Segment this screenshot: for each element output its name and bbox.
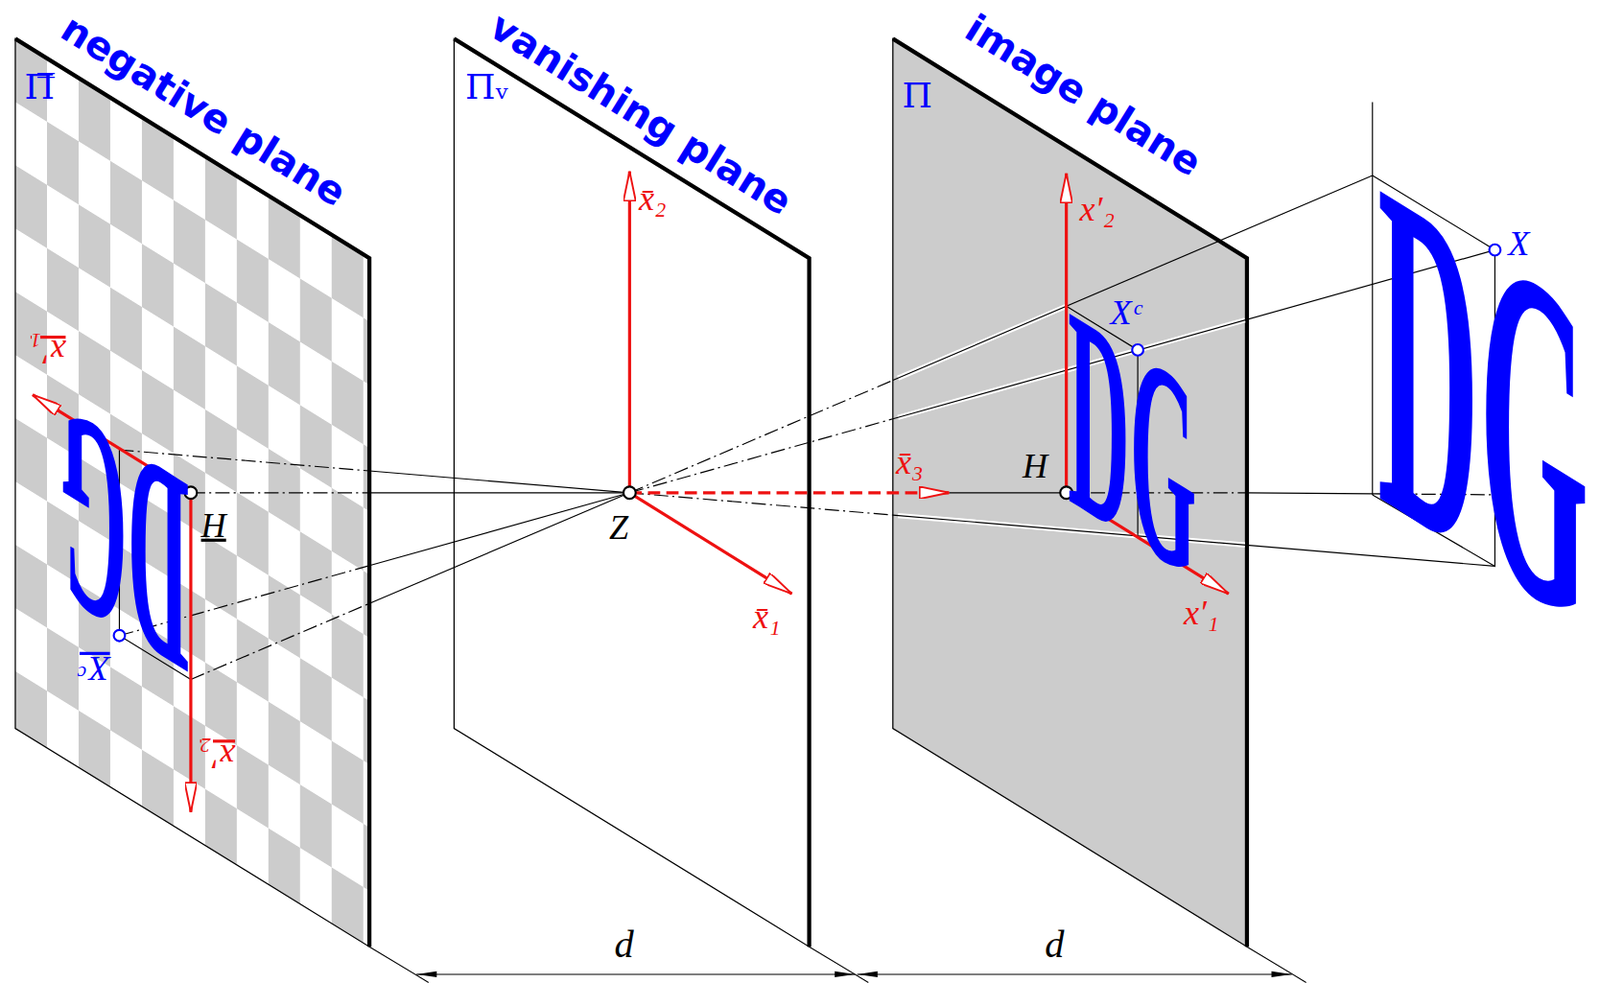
axis bbox=[32, 171, 1229, 813]
axis-label: x̄₃ bbox=[895, 445, 924, 480]
dimension-line bbox=[416, 973, 855, 975]
dimension-label: d bbox=[1044, 924, 1064, 964]
letter-figure: DG bbox=[1067, 260, 1197, 627]
plane-symbol: Πᵥ bbox=[465, 69, 509, 104]
axis-label: x̄₂ bbox=[638, 181, 667, 216]
axis-label: x′₂ bbox=[1079, 191, 1115, 227]
letter-figure: DG bbox=[1377, 104, 1589, 706]
letter-figure: DG bbox=[60, 358, 189, 725]
axis-label: x̄₁ bbox=[752, 600, 781, 636]
extension-line bbox=[369, 946, 429, 983]
extension-line bbox=[809, 946, 870, 983]
plane-symbol: Π bbox=[901, 77, 933, 113]
point-label: H bbox=[201, 508, 227, 543]
dimension-line bbox=[857, 973, 1293, 975]
plane-title: image plane bbox=[959, 8, 1208, 184]
point-label: Z bbox=[609, 510, 629, 545]
plane-title: negative plane bbox=[54, 8, 353, 213]
dimension-label: d bbox=[613, 924, 634, 964]
plane-symbol: Π̿ bbox=[24, 69, 56, 104]
point-marker bbox=[114, 244, 1502, 642]
horizon-line bbox=[190, 493, 1501, 495]
axis-label: x′₂ bbox=[200, 738, 236, 774]
extension-line bbox=[1247, 946, 1307, 983]
point-label: H bbox=[1022, 448, 1048, 484]
dimension bbox=[369, 946, 1307, 983]
axis-label: x′₁ bbox=[30, 334, 67, 370]
projection-ray bbox=[118, 175, 1495, 681]
